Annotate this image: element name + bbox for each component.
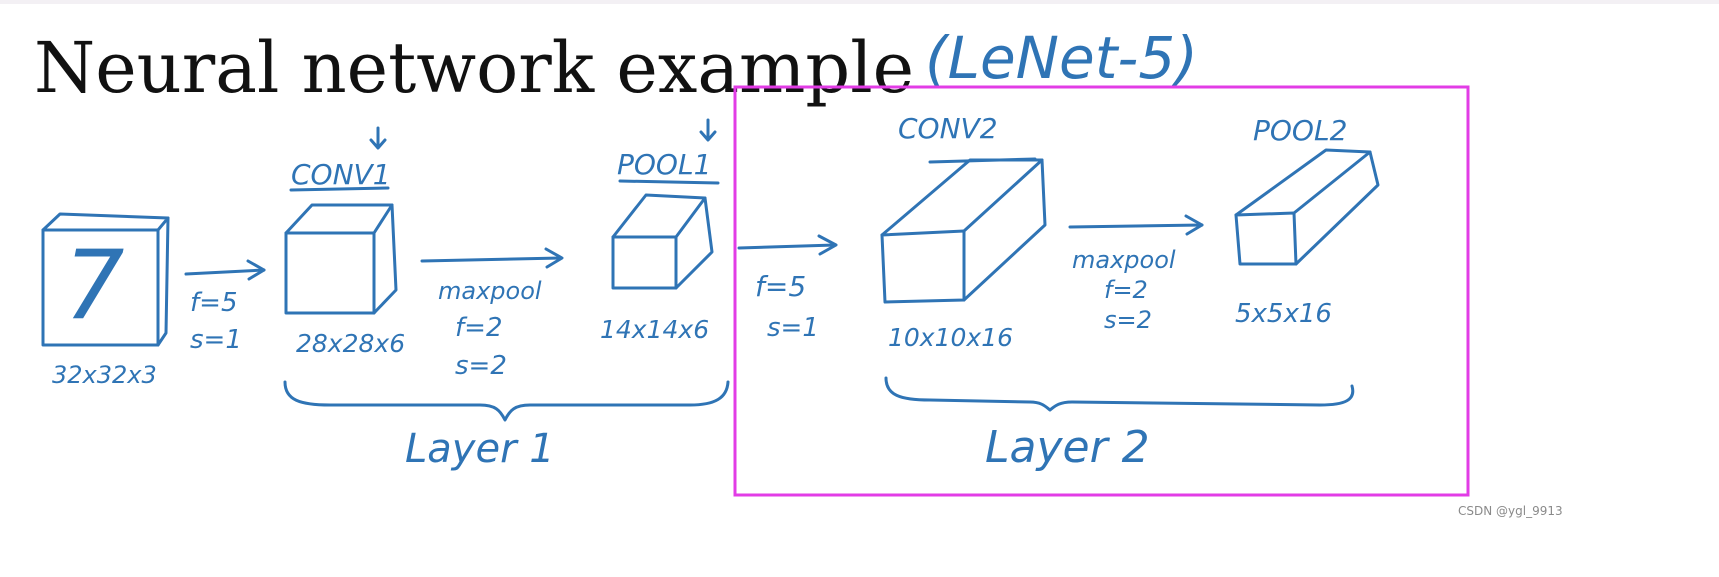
page-title: Neural network example (34, 27, 914, 109)
edge2-f: f=2 (455, 313, 502, 343)
edge2-s: s=2 (455, 351, 507, 381)
arrow-input-to-conv1 (184, 259, 266, 281)
input-dims: 32x32x3 (52, 361, 157, 389)
edge3-f: f=5 (755, 270, 806, 303)
arrow-pool1-to-conv2 (737, 234, 838, 256)
pool1-marker-arrow (699, 118, 717, 142)
pool1-cube (611, 193, 714, 290)
edge3-s: s=1 (767, 313, 819, 343)
conv2-label: CONV2 (898, 112, 998, 145)
pool1-dims: 14x14x6 (600, 315, 709, 344)
edge4-s: s=2 (1104, 306, 1152, 334)
conv1-underline (289, 186, 390, 192)
arrow-conv2-to-pool2 (1068, 214, 1204, 236)
arrow-conv1-to-pool1 (420, 247, 564, 269)
page-subtitle: (LeNet-5) (925, 24, 1198, 92)
conv1-marker-arrow (369, 126, 387, 150)
pool2-cube (1234, 148, 1380, 266)
layer2-label: Layer 2 (985, 422, 1150, 473)
pool1-underline (618, 179, 720, 185)
layer1-label: Layer 1 (405, 426, 555, 472)
input-digit: 7 (64, 231, 124, 341)
watermark: CSDN @ygl_9913 (1458, 504, 1563, 518)
layer2-highlight-box (733, 85, 1470, 497)
input-cube (41, 212, 170, 347)
edge2-op: maxpool (438, 277, 542, 305)
pool2-label: POOL2 (1253, 114, 1347, 147)
conv1-label: CONV1 (291, 158, 391, 191)
conv1-cube (284, 203, 398, 315)
conv1-dims: 28x28x6 (296, 329, 405, 358)
edge4-f: f=2 (1104, 276, 1148, 304)
edge1-s: s=1 (190, 325, 242, 355)
edge4-op: maxpool (1072, 246, 1176, 274)
pool2-dims: 5x5x16 (1235, 299, 1332, 329)
conv2-dims: 10x10x16 (888, 323, 1013, 352)
edge1-f: f=5 (190, 288, 237, 318)
layer2-brace (884, 376, 1355, 412)
layer1-brace (283, 380, 730, 422)
conv2-cube (880, 158, 1047, 304)
top-strip (0, 0, 1719, 4)
pool1-label: POOL1 (617, 148, 711, 181)
